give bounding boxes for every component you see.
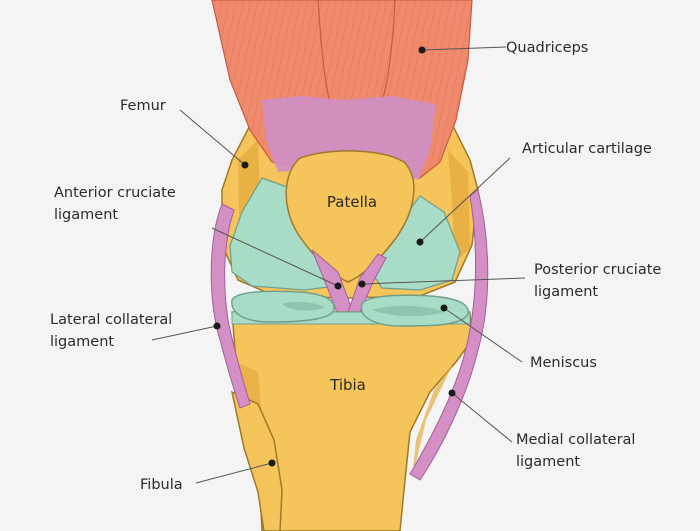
marker-dots	[213, 46, 456, 467]
fibula-bone	[230, 390, 283, 531]
label-posterior-cruciate-ligament: Posterior cruciate ligament	[534, 262, 662, 300]
meniscus-left	[231, 290, 335, 323]
label-anterior-cruciate-ligament: Anterior cruciate ligament	[54, 185, 176, 223]
label-lateral-collateral-ligament: Lateral collateral ligament	[50, 312, 173, 350]
tibia-label: Tibia	[329, 376, 366, 394]
label-quadriceps: Quadriceps	[506, 40, 589, 56]
label-articular-cartilage: Articular cartilage	[522, 141, 652, 157]
leader-lines	[151, 46, 526, 484]
label-medial-collateral-ligament: Medial collateral ligament	[516, 432, 636, 470]
patella-label: Patella	[327, 193, 377, 211]
label-meniscus: Meniscus	[530, 355, 597, 371]
label-femur: Femur	[120, 98, 166, 114]
label-fibula: Fibula	[140, 477, 183, 493]
medial-collateral-ligament	[409, 189, 489, 481]
lateral-collateral-ligament	[210, 203, 251, 409]
